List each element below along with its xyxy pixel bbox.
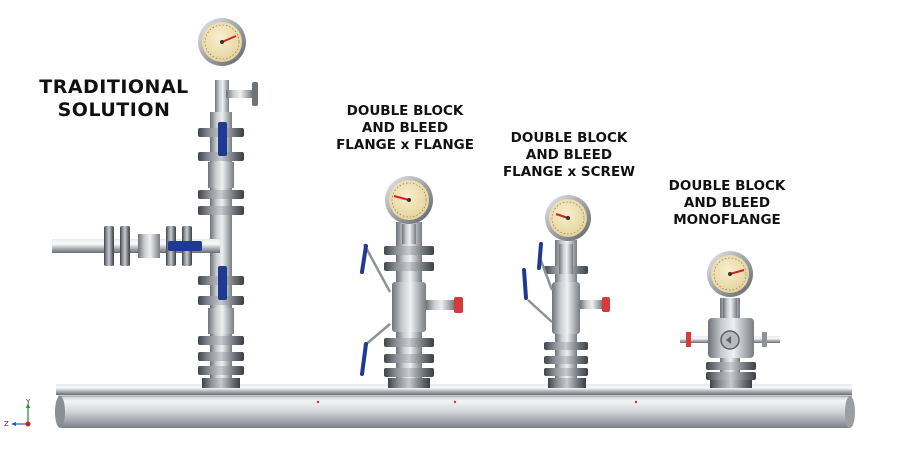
axis-z-label: Z	[4, 420, 9, 428]
dbb-flange-flange-label: DOUBLE BLOCK AND BLEED FLANGE x FLANGE	[336, 103, 474, 153]
main-pipe	[55, 384, 855, 428]
axis-y-label: Y	[26, 398, 31, 406]
dbb-monoflange-label: DOUBLE BLOCK AND BLEED MONOFLANGE	[668, 178, 786, 228]
traditional-solution-label: TRADITIONAL SOLUTION	[39, 76, 189, 121]
dbb-flange-screw-assembly	[522, 195, 610, 388]
dbb-flange-screw-label: DOUBLE BLOCK AND BLEED FLANGE x SCREW	[502, 130, 636, 180]
dbb-monoflange-assembly	[680, 251, 780, 388]
axis-triad: Y Z	[4, 398, 44, 436]
traditional-solution-assembly	[52, 18, 258, 388]
axis-triad-icon	[11, 403, 31, 427]
dbb-flange-flange-assembly	[360, 176, 463, 388]
